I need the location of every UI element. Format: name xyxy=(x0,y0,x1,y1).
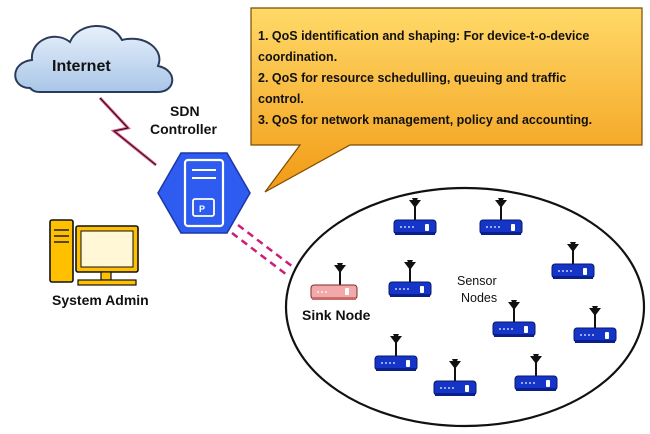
sink-node-label: Sink Node xyxy=(302,307,371,323)
sensor-nodes-label-line2: Nodes xyxy=(461,291,498,305)
svg-text:P: P xyxy=(199,204,205,214)
callout-line: control. xyxy=(258,92,304,106)
qos-callout-box xyxy=(250,7,643,193)
callout-line: coordination. xyxy=(258,50,338,64)
lightning-icon xyxy=(98,96,157,167)
callout-line: 1. QoS identification and shaping: For d… xyxy=(258,29,590,43)
qos-callout-text: 1. QoS identification and shaping: For d… xyxy=(258,26,648,131)
controller-label-line1: SDN xyxy=(170,103,200,119)
controller-label-line2: Controller xyxy=(150,121,217,137)
controller-sink-link xyxy=(237,224,294,268)
internet-label: Internet xyxy=(52,58,111,75)
server-hexagon-icon: P xyxy=(157,152,251,234)
callout-line: 2. QoS for resource schedulling, queuing… xyxy=(258,71,567,85)
computer-icon xyxy=(49,219,139,286)
callout-line: 3. QoS for network management, policy an… xyxy=(258,113,593,127)
sensor-nodes-label-line1: Sensor xyxy=(457,274,497,288)
admin-label: System Admin xyxy=(52,292,149,308)
cloud-icon xyxy=(14,25,174,93)
sink-node-icon xyxy=(310,263,358,300)
